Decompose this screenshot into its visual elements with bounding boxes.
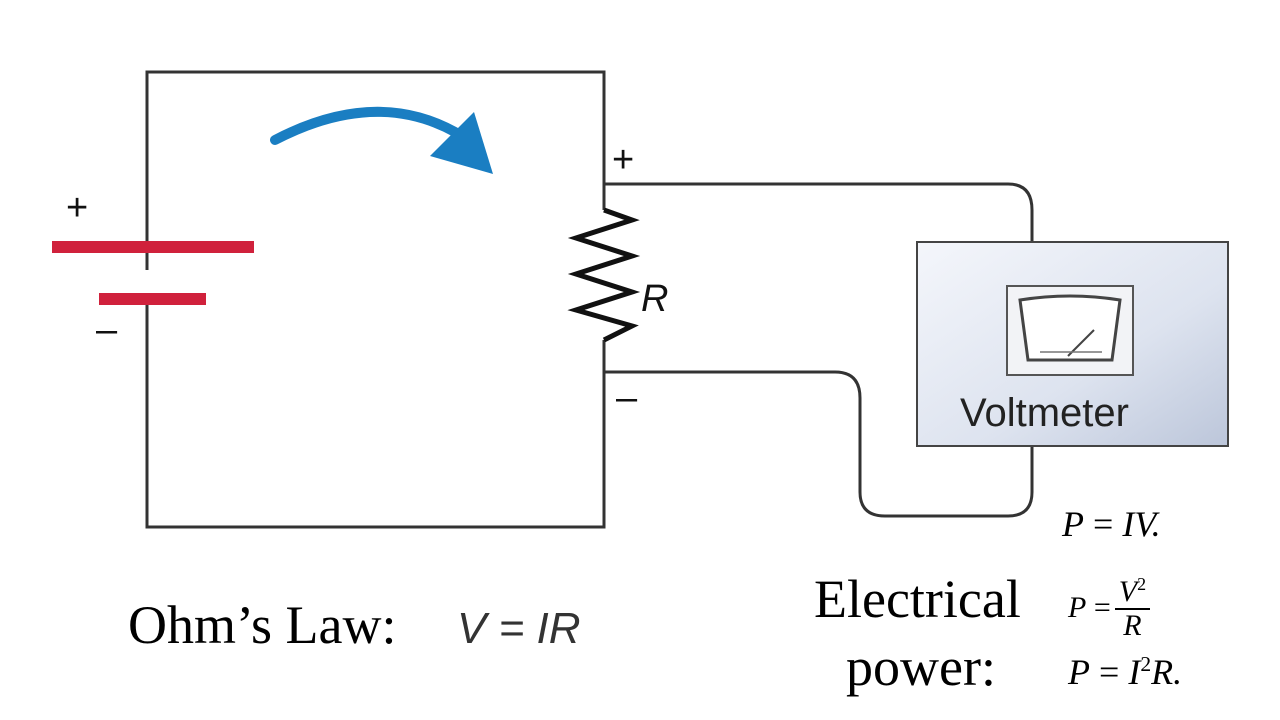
battery-minus-sign: – (96, 309, 118, 351)
resistor-minus-sign: – (616, 377, 638, 419)
ohms-law-label: Ohm’s Law: (128, 595, 397, 655)
circuit-wire-loop (145, 70, 606, 270)
electrical-power-label-line2: power: (846, 637, 996, 697)
resistor-icon (567, 207, 641, 343)
power-equation-v2r: P = V2 R (1068, 575, 1151, 641)
power-fraction: V2 R (1114, 575, 1151, 641)
battery-plus-sign: + (66, 187, 88, 229)
power-equation-i2r: P = I2R. (1068, 652, 1183, 692)
resistor-plus-sign: + (612, 139, 634, 181)
voltmeter-lead-negative (604, 370, 1034, 518)
electrical-power-label-line1: Electrical (814, 569, 1021, 629)
voltmeter-gauge-icon (1018, 294, 1122, 362)
voltmeter-lead-positive (604, 182, 1034, 242)
current-arrow-icon (270, 106, 460, 145)
voltmeter-label: Voltmeter (960, 391, 1129, 435)
resistor-label: R (641, 278, 668, 320)
power-equation-iv: P = IV. (1062, 504, 1161, 544)
circuit-wire-bottom (145, 296, 606, 529)
current-arrow-head (430, 112, 493, 174)
ohms-law-equation: V = IR (457, 604, 581, 653)
